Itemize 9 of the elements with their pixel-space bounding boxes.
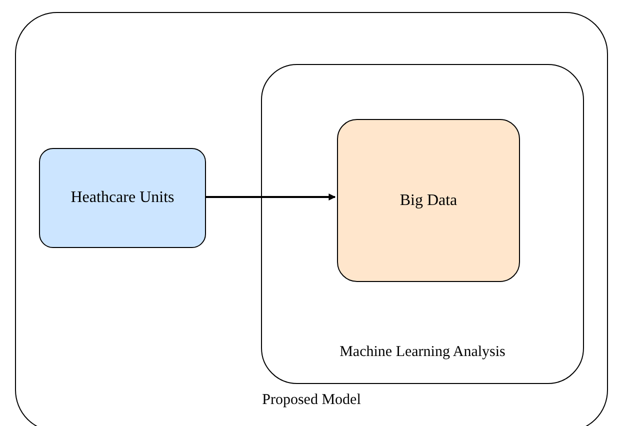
- box-label: Big Data: [398, 192, 458, 210]
- box-label: Proposed Model: [261, 392, 362, 409]
- arrow: [205, 194, 336, 200]
- box-label: Heathcare Units: [70, 189, 176, 207]
- box-label: Machine Learning Analysis: [338, 344, 506, 361]
- container-box: [15, 12, 608, 426]
- container-box: [261, 64, 584, 384]
- process-box: [39, 148, 206, 248]
- process-box: [337, 119, 520, 282]
